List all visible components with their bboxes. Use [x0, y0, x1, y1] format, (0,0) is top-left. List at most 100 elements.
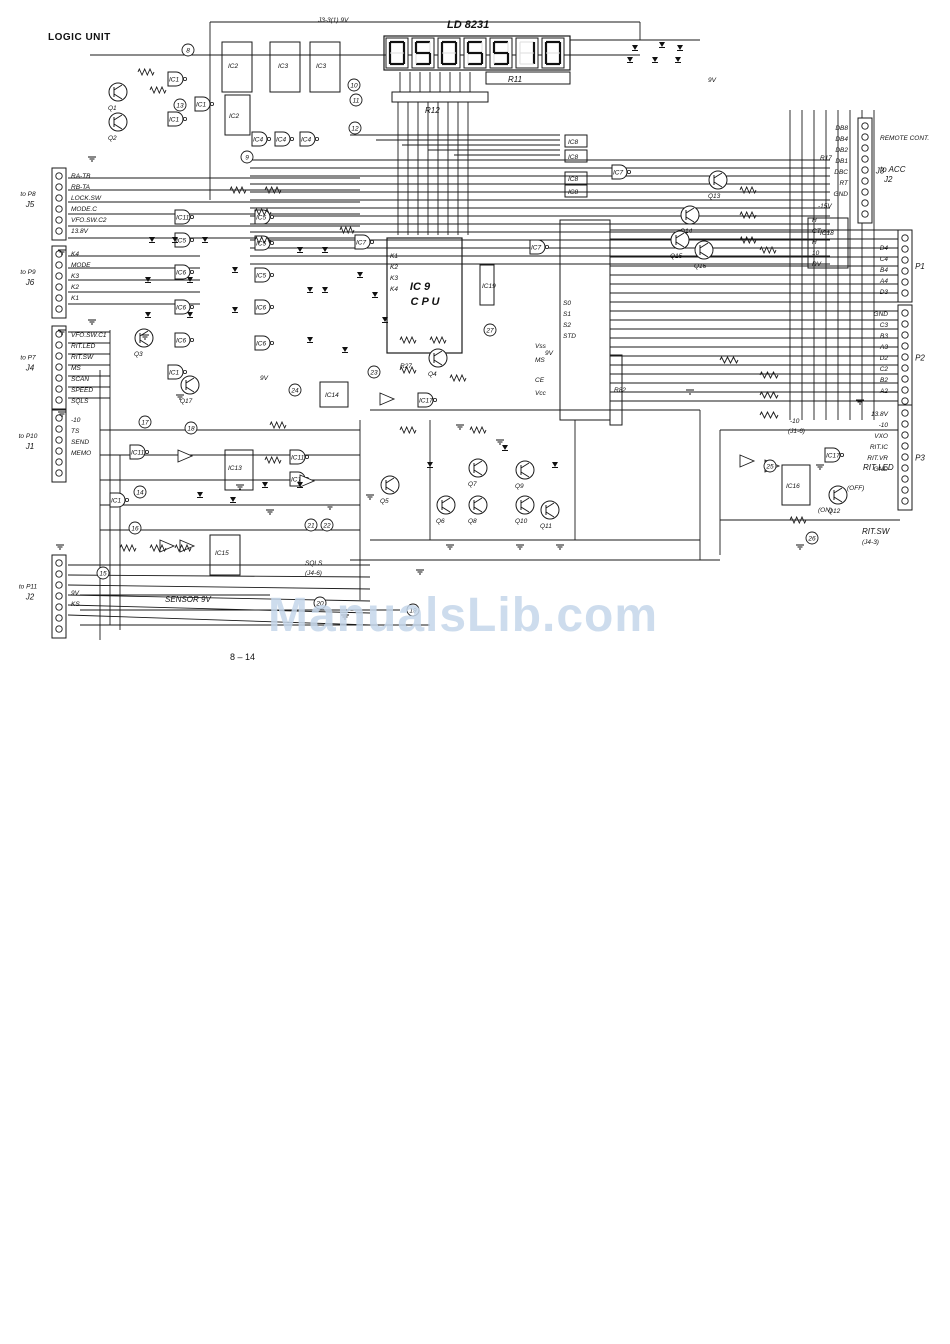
svg-text:IC6: IC6	[176, 270, 187, 277]
svg-text:IC5: IC5	[176, 238, 187, 245]
resistor-9	[399, 365, 417, 375]
logic-gate-13: IC1	[167, 364, 187, 380]
diode-11	[307, 337, 313, 342]
display-digit	[463, 37, 487, 69]
transistor-q10: Q10	[515, 495, 535, 525]
display-digit	[437, 37, 461, 69]
j5-pin-5: 13.8V	[71, 228, 89, 235]
svg-text:Q14: Q14	[680, 228, 693, 235]
p3-pin-3: RIT.IC	[870, 444, 888, 451]
p2-pin-1: C3	[880, 322, 889, 329]
p3-pin-0: 13.8V	[871, 411, 889, 418]
svg-text:23: 23	[369, 370, 378, 377]
test-point-23: 23	[367, 365, 381, 379]
svg-text:IC17: IC17	[826, 453, 840, 460]
resistor-2	[229, 185, 247, 195]
opamp-0	[177, 449, 194, 463]
ic4-gate-a: IC4	[251, 131, 271, 147]
svg-text:22: 22	[322, 523, 331, 530]
svg-text:J2: J2	[25, 593, 35, 602]
p2-pin-6: B2	[880, 377, 888, 384]
resistor-17	[719, 355, 739, 365]
diode-12	[322, 247, 328, 252]
diode-20	[230, 497, 236, 502]
ic18-pin-4: DV	[812, 261, 822, 268]
transistor-q12: Q12	[828, 485, 848, 515]
ic18-pin-2: H	[812, 239, 817, 246]
transistor-q7: Q7	[468, 458, 488, 488]
j1-pin-1: TS	[71, 428, 80, 435]
svg-text:Q10: Q10	[515, 518, 528, 525]
svg-text:IC6: IC6	[176, 338, 187, 345]
ic14-label: IC14	[325, 392, 339, 399]
transistor-q17: Q17	[180, 375, 200, 405]
svg-text:IC11: IC11	[131, 450, 145, 457]
j3-pin-6: GND	[834, 191, 849, 198]
transistor-q5: Q5	[380, 475, 400, 505]
p2-pin-0: GND	[874, 311, 889, 318]
test-point-10: 10	[347, 78, 361, 92]
acc-name: J2	[883, 175, 893, 184]
svg-text:26: 26	[807, 536, 816, 543]
j6-pin-3: K2	[71, 284, 79, 291]
ic17-gate-a: IC17	[417, 392, 437, 408]
svg-text:IC1: IC1	[196, 102, 207, 109]
cpu-left-pin-2: K3	[390, 275, 398, 282]
transistor-q3: Q3	[134, 328, 154, 358]
cpu-left-pin-3: K4	[390, 286, 398, 293]
svg-text:IC7: IC7	[531, 245, 542, 252]
ic8-block-0	[564, 134, 588, 148]
resistor-16	[759, 245, 777, 255]
svg-text:Q5: Q5	[380, 498, 389, 505]
svg-text:17: 17	[141, 420, 149, 427]
ic8-label-1: IC8	[568, 154, 579, 161]
diode-21	[197, 492, 203, 497]
transistor-q2: Q2	[108, 112, 128, 142]
svg-text:Q16: Q16	[694, 263, 707, 270]
resistor-1	[149, 85, 167, 95]
svg-text:9: 9	[245, 155, 249, 162]
svg-text:8: 8	[186, 48, 190, 55]
ic18-block	[807, 217, 849, 269]
svg-text:18: 18	[187, 426, 195, 433]
diode-0	[149, 237, 155, 242]
svg-text:IC5: IC5	[256, 241, 267, 248]
cpu-ic9	[386, 237, 463, 354]
svg-text:Q1: Q1	[108, 105, 117, 112]
cpu-right-pin-3: STD	[563, 333, 576, 340]
svg-text:Q15: Q15	[670, 253, 683, 260]
svg-text:13: 13	[176, 103, 184, 110]
sqls-ref-label: (J4-6)	[305, 570, 322, 577]
j4-pin-3: MS	[71, 365, 81, 372]
svg-text:IC6: IC6	[176, 305, 187, 312]
test-point-22: 22	[320, 518, 334, 532]
connector-p3: P3	[897, 404, 925, 511]
ic8-block-1	[564, 149, 588, 163]
svg-text:IC7: IC7	[356, 240, 367, 247]
ic4-gate-c: IC4	[299, 131, 319, 147]
cpu-vss: Vss	[535, 343, 547, 350]
ic18-pin-1: CT	[812, 228, 822, 235]
ic2-flipflop	[221, 41, 253, 93]
svg-text:Q17: Q17	[180, 398, 193, 405]
ic15-block	[209, 534, 241, 576]
page-number: 8 – 14	[230, 652, 256, 662]
logic-gate-12: IC7	[611, 164, 632, 180]
supply-9v-label-a: 9V	[708, 77, 717, 84]
svg-text:11: 11	[353, 98, 360, 105]
test-point-18: 18	[184, 421, 198, 435]
j6-pin-1: MODE	[71, 262, 91, 269]
diode-14	[342, 347, 348, 352]
display-digit	[489, 37, 513, 69]
svg-text:21: 21	[306, 523, 315, 530]
svg-text:Q13: Q13	[708, 193, 721, 200]
svg-text:19: 19	[409, 608, 417, 615]
svg-text:Q7: Q7	[468, 481, 477, 488]
connector-p1: P1	[897, 229, 925, 303]
page-title: LOGIC UNIT	[48, 32, 111, 43]
p3-pin-4: RIT.VR	[867, 455, 888, 462]
ic14-block	[319, 381, 349, 408]
cpu-vcc: Vcc	[535, 390, 547, 397]
svg-text:IC1: IC1	[169, 117, 180, 124]
